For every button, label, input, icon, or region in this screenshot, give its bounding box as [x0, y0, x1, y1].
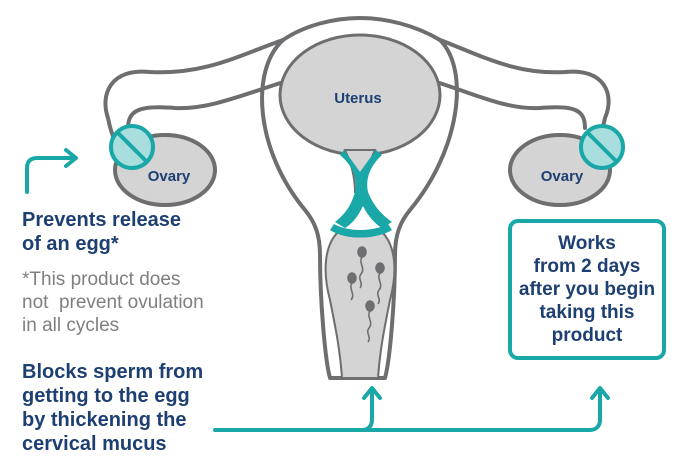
blocks-line-2: getting to the egg [22, 385, 190, 407]
connector-arrows [213, 386, 610, 432]
uterus-label: Uterus [334, 90, 382, 107]
blocks-line-4: cervical mucus [22, 433, 167, 455]
works-text: Works from 2 days after you begin taking… [519, 232, 655, 347]
blocks-sperm-text: Blocks sperm from getting to the egg by … [22, 360, 203, 456]
works-line-5: product [551, 325, 623, 346]
footnote-line-3: in all cycles [22, 315, 120, 336]
footnote-line-1: *This product does [22, 269, 181, 290]
cervical-mucus [335, 150, 392, 228]
works-line-4: taking this [539, 302, 635, 323]
prohibited-icon-right [579, 124, 625, 170]
works-line-1: Works [558, 233, 616, 254]
prevents-release-text: Prevents release of an egg* [22, 208, 181, 256]
ovulation-footnote: *This product does not prevent ovulation… [22, 268, 204, 337]
ovary-right-label: Ovary [540, 168, 584, 185]
blocks-line-1: Blocks sperm from [22, 361, 204, 383]
prohibited-icon-left [109, 124, 155, 170]
prevents-line-2: of an egg* [22, 233, 119, 255]
footnote-line-2: not prevent ovulation [22, 292, 204, 313]
cervical-mucus-lower [330, 224, 392, 238]
prevents-line-1: Prevents release [22, 209, 182, 231]
ovary-left-label: Ovary [147, 168, 191, 185]
works-from-2-days-box: Works from 2 days after you begin taking… [508, 219, 666, 360]
works-line-2: from 2 days [533, 256, 641, 277]
blocks-line-3: by thickening the [22, 409, 187, 431]
works-line-3: after you begin [518, 279, 656, 300]
prevents-arrow [25, 148, 78, 194]
sperm-cells [347, 246, 385, 343]
